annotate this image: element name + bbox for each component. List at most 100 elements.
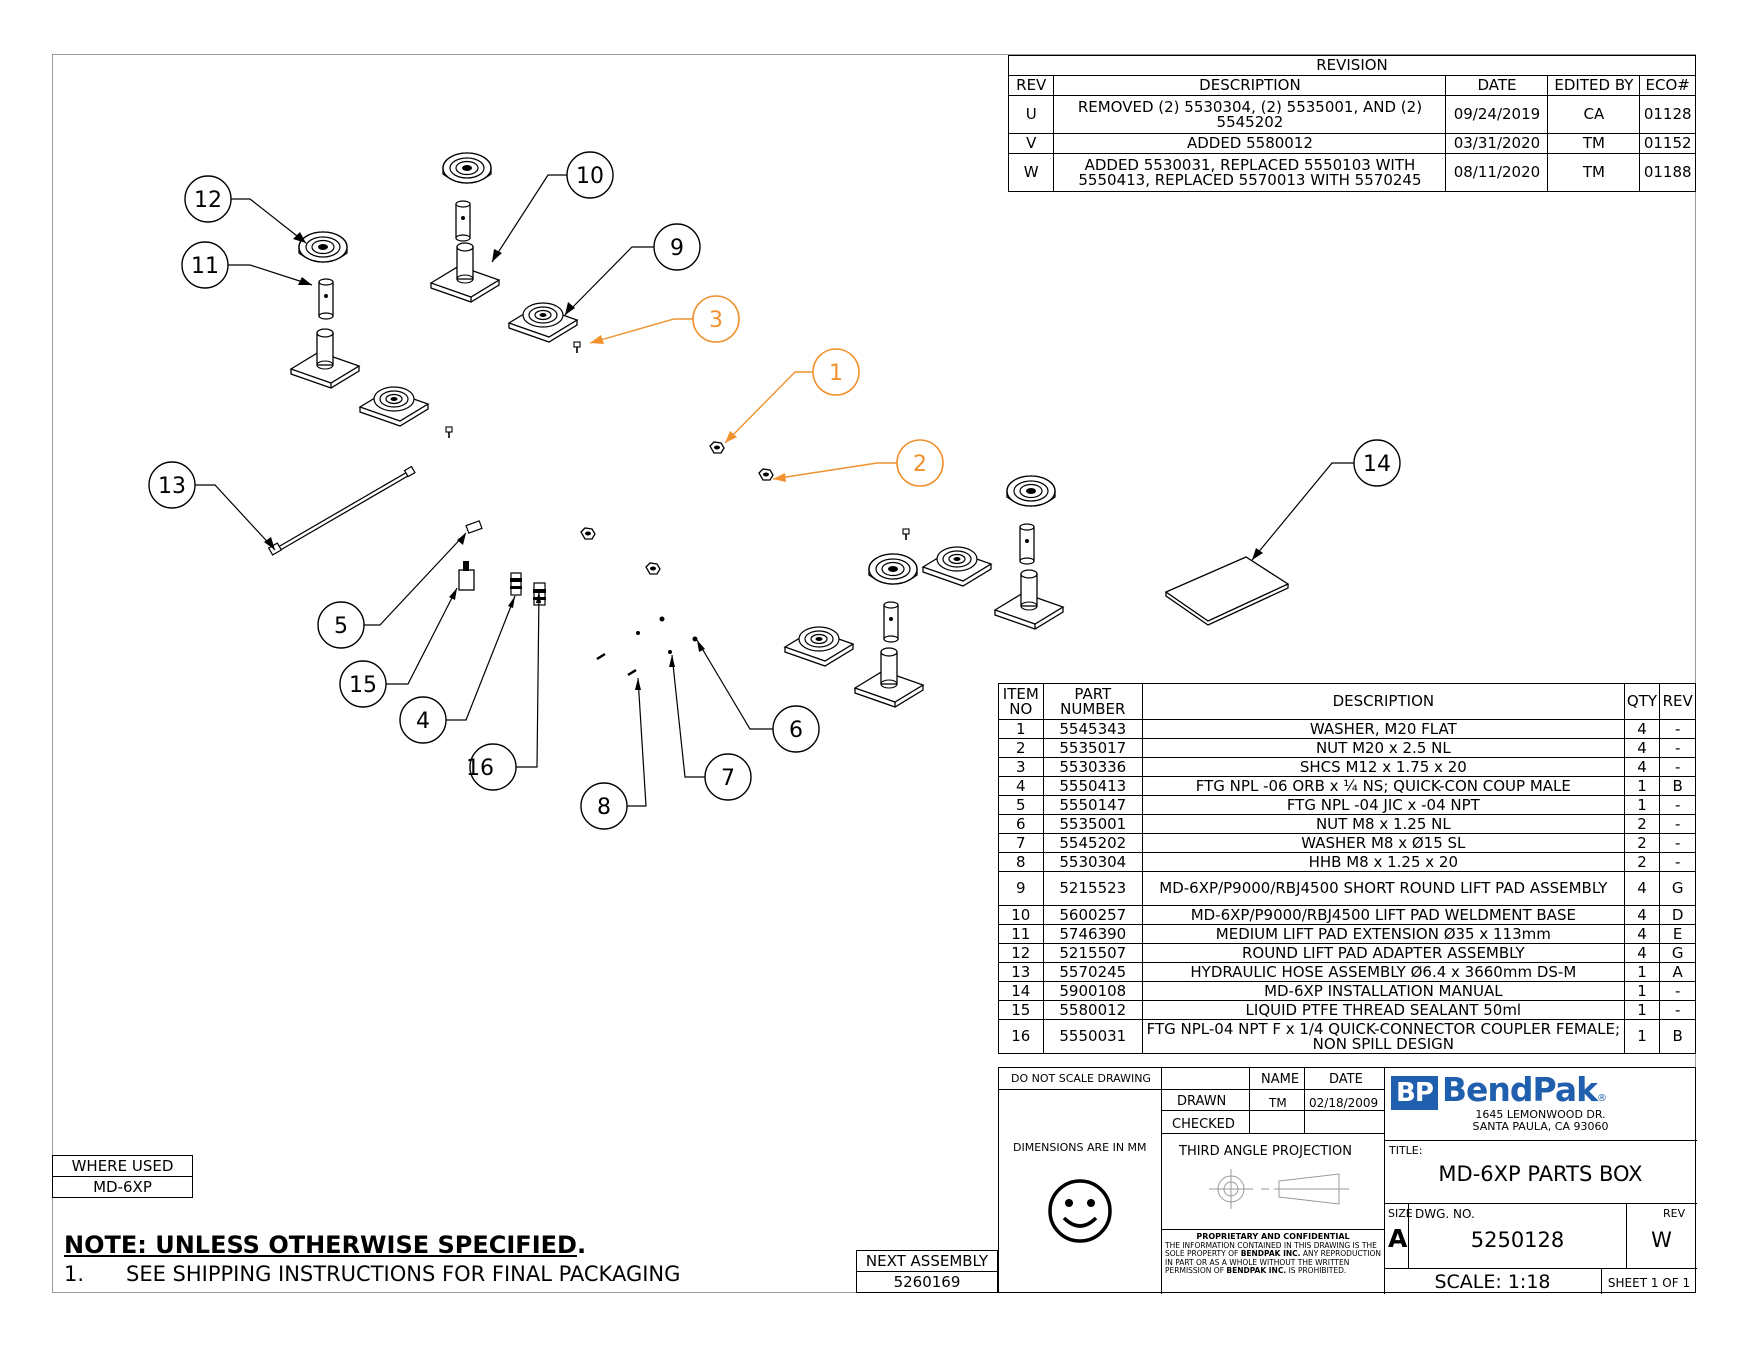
- sheet-size: A: [1388, 1224, 1408, 1253]
- balloon-3: 3: [692, 295, 740, 343]
- drawn-date: 02/18/2009: [1309, 1096, 1379, 1110]
- rev-header: REV: [1659, 683, 1696, 720]
- bom-item-no: 14: [998, 981, 1044, 1001]
- lift-pad-adapter: [868, 553, 918, 585]
- bom-item-no: 10: [998, 905, 1044, 925]
- bom-item-no: 16: [998, 1019, 1044, 1054]
- description-header: DESCRIPTION: [1141, 683, 1625, 720]
- edited-by-header: EDITED BY: [1547, 75, 1641, 96]
- bom-rev: -: [1659, 852, 1696, 872]
- qty-header: QTY: [1623, 683, 1661, 720]
- revision-table: REVISION REV DESCRIPTION DATE EDITED BY …: [1007, 55, 1696, 192]
- title-label: TITLE:: [1389, 1144, 1423, 1157]
- bom-qty: 1: [1623, 1019, 1661, 1054]
- lift-pad-extension: [318, 278, 334, 320]
- drawn-label: DRAWN: [1177, 1094, 1227, 1109]
- bom-part-number: 5545202: [1042, 833, 1143, 853]
- drawing-sheet-border: [52, 54, 1696, 1293]
- bom-description: WASHER, M20 FLAT: [1141, 719, 1625, 739]
- do-not-scale-label: DO NOT SCALE DRAWING: [1011, 1072, 1151, 1085]
- bom-rev: D: [1659, 905, 1696, 925]
- balloon-9: 9: [653, 223, 701, 271]
- svg-text:13: 13: [158, 474, 186, 499]
- date-header: DATE: [1445, 75, 1549, 96]
- lift-pad-base: [854, 647, 924, 708]
- rev-cell: W: [1007, 153, 1055, 192]
- rev-label: REV: [1663, 1207, 1686, 1220]
- svg-text:10: 10: [576, 164, 604, 189]
- short-round-lift-pad: [922, 546, 992, 587]
- balloon-6: 6: [772, 705, 820, 753]
- bom-rev: -: [1659, 814, 1696, 834]
- bom-part-number: 5535001: [1042, 814, 1143, 834]
- rev-date: 09/24/2019: [1445, 95, 1549, 134]
- eco-header: ECO#: [1639, 75, 1696, 96]
- lift-pad-base: [994, 569, 1064, 630]
- bom-item-no: 6: [998, 814, 1044, 834]
- lift-pad-adapter: [298, 231, 348, 263]
- bom-item-no: 11: [998, 924, 1044, 944]
- next-assembly-value: 5260169: [856, 1271, 998, 1293]
- bom-description: ROUND LIFT PAD ADAPTER ASSEMBLY: [1141, 943, 1625, 963]
- bom-part-number: 5535017: [1042, 738, 1143, 758]
- bill-of-materials-table: ITEM NO PART NUMBER DESCRIPTION QTY REV …: [998, 683, 1696, 1054]
- svg-text:11: 11: [191, 254, 219, 279]
- bom-item-no: 12: [998, 943, 1044, 963]
- bolt: [445, 426, 453, 439]
- lift-pad-extension: [455, 200, 471, 242]
- bom-item-no: 5: [998, 795, 1044, 815]
- hhb-bolt: [627, 668, 637, 677]
- rev-description: ADDED 5530031, REPLACED 5550103 WITH 555…: [1053, 153, 1447, 192]
- balloon-4: 4: [399, 696, 447, 744]
- short-round-lift-pad: [359, 386, 429, 427]
- bom-rev: -: [1659, 795, 1696, 815]
- dimensions-note: DIMENSIONS ARE IN MM: [1013, 1141, 1147, 1154]
- svg-text:3: 3: [709, 308, 723, 333]
- where-used-table: WHERE USED MD-6XP: [52, 1155, 193, 1198]
- bom-description: NUT M8 x 1.25 NL: [1141, 814, 1625, 834]
- name-label: NAME: [1261, 1072, 1300, 1087]
- bom-item-no: 2: [998, 738, 1044, 758]
- bom-item-no: 7: [998, 833, 1044, 853]
- bom-qty: 4: [1623, 905, 1661, 925]
- bom-rev: E: [1659, 924, 1696, 944]
- smiley-icon: [1047, 1178, 1113, 1247]
- bom-description: FTG NPL -06 ORB x ¼ NS; QUICK-CON COUP M…: [1141, 776, 1625, 796]
- fitting-small: [465, 520, 483, 534]
- company-address: 1645 LEMONWOOD DR. SANTA PAULA, CA 93060: [1472, 1108, 1609, 1133]
- bom-description: MD-6XP/P9000/RBJ4500 LIFT PAD WELDMENT B…: [1141, 905, 1625, 925]
- bom-part-number: 5545343: [1042, 719, 1143, 739]
- svg-text:8: 8: [597, 795, 611, 820]
- bom-description: HHB M8 x 1.25 x 20: [1141, 852, 1625, 872]
- thread-sealant: [458, 561, 475, 591]
- scale: SCALE: 1:18: [1434, 1271, 1551, 1293]
- svg-text:16: 16: [466, 756, 494, 781]
- projection-label: THIRD ANGLE PROJECTION: [1179, 1144, 1352, 1159]
- drawing-title: MD-6XP PARTS BOX: [1438, 1162, 1643, 1186]
- bom-description: FTG NPL-04 NPT F x 1/4 QUICK-CONNECTOR C…: [1141, 1019, 1625, 1054]
- bom-description: MD-6XP/P9000/RBJ4500 SHORT ROUND LIFT PA…: [1141, 871, 1625, 906]
- bom-qty: 4: [1623, 738, 1661, 758]
- bom-rev: G: [1659, 943, 1696, 963]
- balloon-13: 13: [148, 461, 196, 509]
- bom-part-number: 5580012: [1042, 1000, 1143, 1020]
- bom-qty: 2: [1623, 814, 1661, 834]
- bom-description: WASHER M8 x Ø15 SL: [1141, 833, 1625, 853]
- bom-qty: 1: [1623, 981, 1661, 1001]
- bom-description: LIQUID PTFE THREAD SEALANT 50ml: [1141, 1000, 1625, 1020]
- bom-part-number: 5600257: [1042, 905, 1143, 925]
- bom-item-no: 3: [998, 757, 1044, 777]
- bom-description: MD-6XP INSTALLATION MANUAL: [1141, 981, 1625, 1001]
- rev-editor: CA: [1547, 95, 1641, 134]
- part-number-header: PART NUMBER: [1042, 683, 1143, 720]
- title-block: DO NOT SCALE DRAWING NAME DATE DRAWN TM …: [998, 1067, 1697, 1294]
- bom-rev: B: [1659, 776, 1696, 796]
